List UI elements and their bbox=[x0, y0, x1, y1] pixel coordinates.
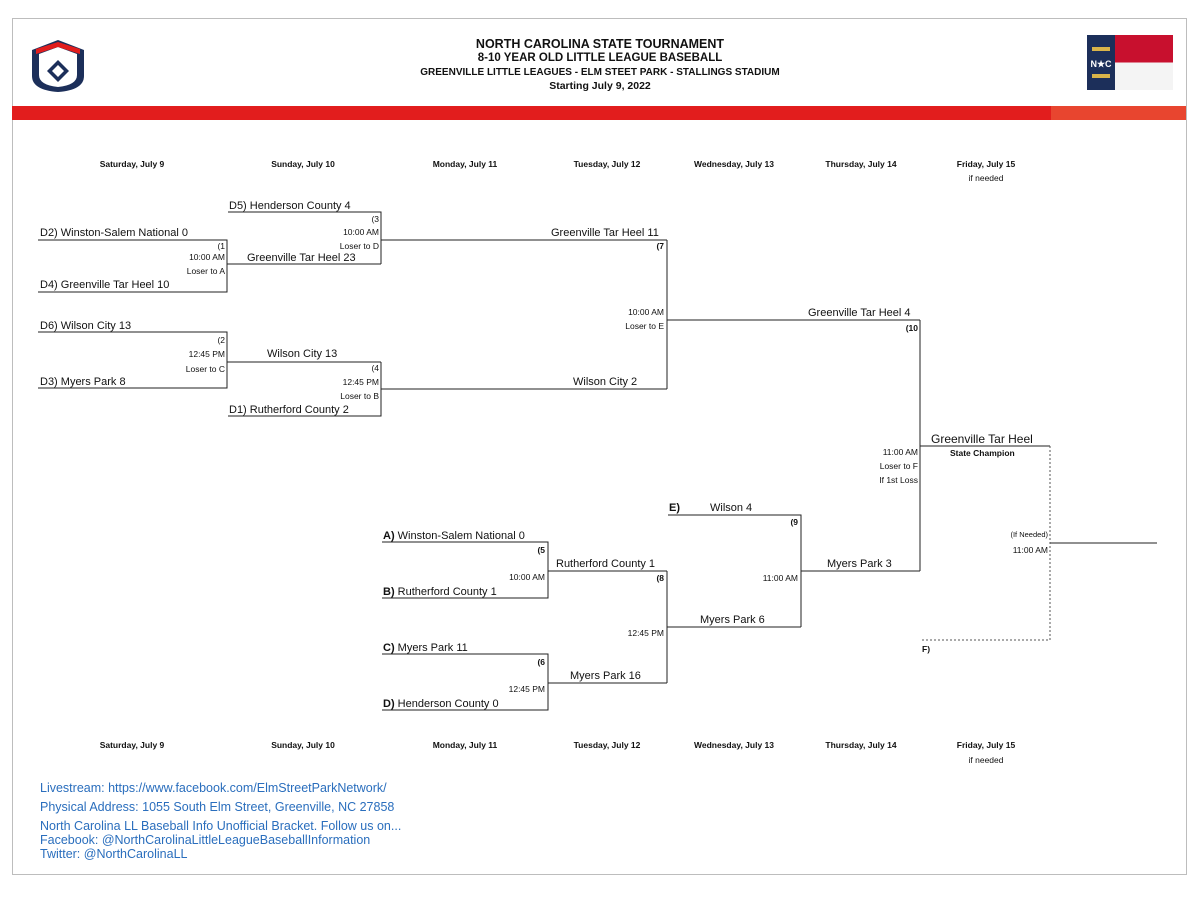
champion-label: State Champion bbox=[950, 448, 1015, 458]
team-slot-henderson-d5: D5) Henderson County 4 bbox=[229, 200, 351, 212]
game-time-5: 10:00 AM bbox=[509, 572, 545, 582]
day-footer-fri: Friday, July 15 bbox=[956, 740, 1016, 750]
champion-team: Greenville Tar Heel bbox=[931, 432, 1033, 446]
game-note-10: If 1st Loss bbox=[879, 475, 918, 485]
livestream-link[interactable]: Livestream: https://www.facebook.com/Elm… bbox=[40, 781, 387, 795]
game-number-8: (8 bbox=[656, 573, 664, 583]
twitter-handle[interactable]: Twitter: @NorthCarolinaLL bbox=[40, 847, 188, 861]
game-number-6: (6 bbox=[537, 657, 545, 667]
game-loser-3: Loser to D bbox=[339, 241, 379, 251]
header-start-date: Starting July 9, 2022 bbox=[549, 80, 651, 92]
game-number-if-needed: (If Needed) bbox=[1010, 530, 1048, 539]
day-header-fri: Friday, July 15 bbox=[956, 159, 1016, 169]
game-number-2: (2 bbox=[217, 335, 225, 345]
team-slot-myers-park-g8: Myers Park 16 bbox=[570, 670, 641, 682]
physical-address: Physical Address: 1055 South Elm Street,… bbox=[40, 800, 395, 814]
game-time-10: 11:00 AM bbox=[882, 447, 918, 457]
team-slot-myers-park-d3: D3) Myers Park 8 bbox=[40, 376, 126, 388]
team-slot-rutherford-g5: Rutherford County 1 bbox=[397, 586, 497, 598]
team-slot-wilson-g9: Wilson 4 bbox=[710, 502, 753, 514]
game-number-7: (7 bbox=[656, 241, 664, 251]
day-footer-wed: Wednesday, July 13 bbox=[694, 740, 774, 750]
game-time-8: 12:45 PM bbox=[627, 628, 664, 638]
day-footer-tue: Tuesday, July 12 bbox=[573, 740, 641, 750]
team-slot-myers-park-g9: Myers Park 6 bbox=[700, 614, 765, 626]
svg-text:N★C: N★C bbox=[1090, 59, 1112, 69]
day-header-tue: Tuesday, July 12 bbox=[573, 159, 641, 169]
bracket-tag-d: D) bbox=[383, 698, 395, 710]
team-slot-greenville-g7: Greenville Tar Heel 11 bbox=[551, 227, 659, 239]
day-footer-thu: Thursday, July 14 bbox=[825, 740, 897, 750]
bracket-tag-c: C) bbox=[383, 642, 395, 654]
game-number-5: (5 bbox=[537, 545, 545, 555]
little-league-logo-icon bbox=[32, 40, 84, 92]
bracket-tag-e: E) bbox=[669, 502, 680, 514]
day-header-wed: Wednesday, July 13 bbox=[694, 159, 774, 169]
game-loser-4: Loser to B bbox=[340, 391, 379, 401]
team-slot-winston-salem-g5: Winston-Salem National 0 bbox=[397, 530, 525, 542]
game-time-2: 12:45 PM bbox=[188, 349, 225, 359]
day-header-sun: Sunday, July 10 bbox=[271, 159, 335, 169]
day-footer-fri-note: if needed bbox=[968, 755, 1004, 765]
bracket-tag-a: A) bbox=[383, 530, 395, 542]
team-slot-greenville-g3: Greenville Tar Heel 23 bbox=[247, 252, 356, 264]
header-title: NORTH CAROLINA STATE TOURNAMENT bbox=[475, 37, 725, 51]
team-slot-wilson-city-g4: Wilson City 13 bbox=[267, 348, 338, 360]
game-loser-10: Loser to F bbox=[879, 461, 918, 471]
day-header-thu: Thursday, July 14 bbox=[825, 159, 897, 169]
header-subtitle: 8-10 YEAR OLD LITTLE LEAGUE BASEBALL bbox=[477, 52, 723, 64]
day-footer-mon: Monday, July 11 bbox=[432, 740, 498, 750]
game-number-4: (4 bbox=[371, 363, 379, 373]
game-number-1: (1 bbox=[217, 241, 225, 251]
day-footer-sun: Sunday, July 10 bbox=[271, 740, 335, 750]
game-loser-7: Loser to E bbox=[625, 321, 664, 331]
game-loser-2: Loser to C bbox=[185, 364, 225, 374]
team-slot-rutherford-d1: D1) Rutherford County 2 bbox=[229, 404, 349, 416]
game-number-9: (9 bbox=[790, 517, 798, 527]
game-time-1: 10:00 AM bbox=[189, 252, 225, 262]
team-slot-myers-park-g6: Myers Park 11 bbox=[397, 642, 468, 654]
nc-flag-icon: N★C bbox=[1087, 35, 1173, 90]
day-footer-sat: Saturday, July 9 bbox=[99, 740, 165, 750]
game-time-4: 12:45 PM bbox=[342, 377, 379, 387]
game-time-6: 12:45 PM bbox=[508, 684, 545, 694]
bracket-info-text: North Carolina LL Baseball Info Unoffici… bbox=[40, 819, 402, 833]
day-header-mon: Monday, July 11 bbox=[432, 159, 498, 169]
facebook-handle[interactable]: Facebook: @NorthCarolinaLittleLeagueBase… bbox=[40, 833, 371, 847]
game-time-7: 10:00 AM bbox=[628, 307, 664, 317]
header-venue: GREENVILLE LITTLE LEAGUES - ELM STEET PA… bbox=[420, 67, 780, 78]
team-slot-greenville-d4: D4) Greenville Tar Heel 10 bbox=[40, 279, 170, 291]
team-slot-greenville-g10: Greenville Tar Heel 4 bbox=[808, 307, 911, 319]
bracket-sheet-frame bbox=[12, 18, 1187, 875]
team-slot-rutherford-g8: Rutherford County 1 bbox=[556, 558, 656, 570]
bracket-tag-f: F) bbox=[922, 644, 931, 654]
team-slot-myers-park-g10: Myers Park 3 bbox=[827, 558, 892, 570]
game-time-if-needed: 11:00 AM bbox=[1012, 545, 1048, 555]
team-slot-wilson-city-d6: D6) Wilson City 13 bbox=[40, 320, 132, 332]
game-number-3: (3 bbox=[371, 214, 379, 224]
game-time-9: 11:00 AM bbox=[762, 573, 798, 583]
team-slot-winston-salem: D2) Winston-Salem National 0 bbox=[40, 227, 188, 239]
header-red-bar bbox=[12, 106, 1186, 120]
team-slot-wilson-city-g7: Wilson City 2 bbox=[573, 376, 638, 388]
day-header-fri-note: if needed bbox=[968, 173, 1004, 183]
team-slot-henderson-g6: Henderson County 0 bbox=[397, 698, 499, 710]
game-number-10: (10 bbox=[905, 323, 918, 333]
game-time-3: 10:00 AM bbox=[343, 227, 379, 237]
game-loser-1: Loser to A bbox=[186, 266, 225, 276]
bracket-tag-b: B) bbox=[383, 586, 395, 598]
day-header-sat: Saturday, July 9 bbox=[99, 159, 165, 169]
